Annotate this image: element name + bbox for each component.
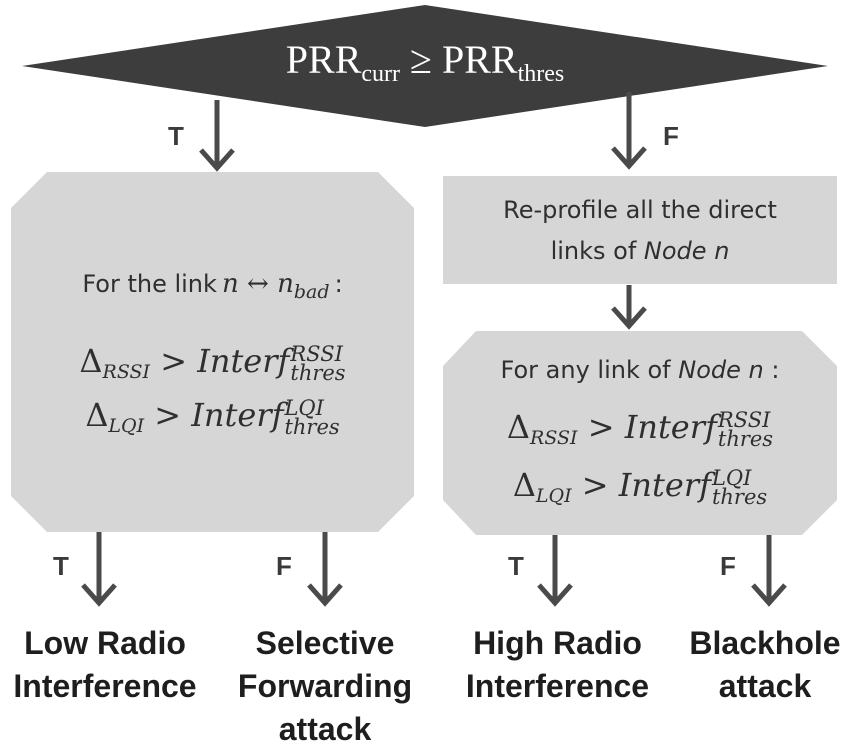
left-box-intro: For the link n ↔ nbad : [82, 269, 343, 303]
left-box-false-label: F [276, 551, 292, 581]
outcome-blackhole-attack: Blackhole attack [689, 625, 841, 704]
arrow-right-false [751, 535, 787, 607]
decision-condition: PRRcurr ≥ PRRthres [285, 37, 565, 87]
right-box-true-label: T [508, 551, 524, 581]
decision-true-label: T [168, 121, 184, 151]
arrow-decision-false [611, 92, 647, 170]
outcome-selective-forwarding-attack: Selective Forwarding attack [237, 625, 413, 747]
arrow-left-false [307, 532, 343, 607]
arrow-decision-true [199, 100, 235, 172]
right-condition-box [443, 331, 837, 535]
decision-false-label: F [663, 121, 679, 151]
reprofile-box-text: Re-profile all the direct links of Node … [503, 196, 777, 265]
right-box-intro: For any link of Node n : [500, 356, 780, 384]
arrow-reprofile-to-right-box [611, 285, 647, 330]
left-box-true-label: T [53, 551, 69, 581]
outcome-low-radio-interference: Low Radio Interference [13, 625, 197, 704]
reprofile-box [443, 176, 837, 284]
arrow-right-true [537, 535, 573, 607]
left-condition-box [11, 172, 414, 532]
arrow-left-true [81, 532, 117, 607]
outcome-high-radio-interference: High Radio Interference [465, 625, 650, 704]
right-box-false-label: F [720, 551, 736, 581]
